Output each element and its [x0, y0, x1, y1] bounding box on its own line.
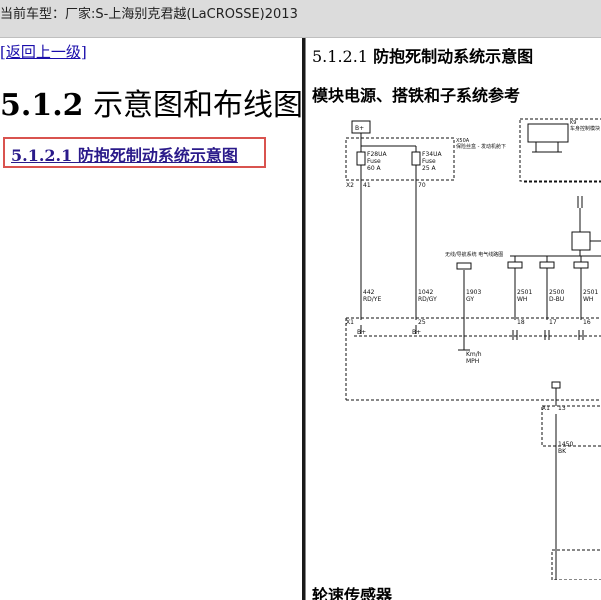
bplus-label-2: B+ [412, 329, 421, 336]
wire3-color: GY [466, 296, 474, 303]
kmh-label: Km/h [466, 351, 482, 358]
doc-title: 5.1.2.1 防抱死制动系统示意图 [312, 43, 533, 67]
bplus-top-label: B+ [355, 125, 364, 132]
fusebox-outline [345, 137, 455, 181]
wire3-number: 1903 [466, 289, 481, 296]
fuse2-rating: 25 A [422, 165, 437, 172]
wire6-color: WH [583, 296, 593, 303]
fuse2-id: F34UA [422, 151, 442, 158]
navigation-pane: [返回上一级] 5.1.2 示意图和布线图 5.1.2.1 防抱死制动系统示意图 [0, 38, 303, 600]
wheel-speed-sensor-heading: 轮速传感器 [312, 586, 393, 600]
fuse2-type: Fuse [422, 158, 436, 165]
wire2-color: RD/GY [418, 296, 437, 303]
pin-13: 13 [558, 405, 566, 412]
fuse2-symbol [411, 151, 421, 166]
toc-link-abs-schematic[interactable]: 5.1.2.1 防抱死制动系统示意图 [11, 146, 238, 165]
pin-70: 70 [418, 182, 426, 189]
current-vehicle-label: 当前车型：厂家:S-上海别克君越(LaCROSSE)2013 [0, 3, 298, 22]
pin-16: 16 [583, 319, 591, 326]
doc-subtitle: 模块电源、搭铁和子系统参考 [312, 86, 521, 105]
wire7-color: BK [558, 448, 567, 455]
wire1-color: RD/YE [363, 296, 381, 303]
connector-x2: X2 [346, 182, 354, 189]
connector-x1b: X1 [542, 405, 550, 412]
pane-splitter-edge [305, 38, 306, 600]
module-outline [519, 118, 601, 182]
vehicle-label: 当前车型： [0, 7, 66, 22]
pane-splitter[interactable] [302, 38, 305, 600]
section-number: 5.1.2 [0, 88, 84, 123]
toc-entry-selected[interactable]: 5.1.2.1 防抱死制动系统示意图 [3, 137, 266, 168]
wire1-number: 442 [363, 289, 375, 296]
back-link[interactable]: [返回上一级] [0, 43, 87, 61]
wire5-color: D-BU [549, 296, 564, 303]
top-bar: 当前车型：厂家:S-上海别克君越(LaCROSSE)2013 [0, 0, 601, 38]
section-title: 5.1.2 示意图和布线图 [0, 80, 303, 124]
wire5-number: 2500 [549, 289, 564, 296]
fuse1-rating: 60 A [367, 165, 382, 172]
data-link-symbol [571, 231, 591, 251]
pin-25: 25 [418, 319, 426, 326]
mph-label: MPH [466, 358, 479, 365]
pin-41: 41 [363, 182, 371, 189]
wire4-number: 2501 [517, 289, 532, 296]
module-code: K9 [570, 120, 576, 126]
vehicle-value: 厂家:S-上海别克君越(LaCROSSE)2013 [65, 7, 298, 22]
wire2-number: 1042 [418, 289, 433, 296]
doc-number: 5.1.2.1 [312, 47, 368, 66]
nav-system-label: 无线/导航系统 电气线路图 [445, 251, 503, 258]
fusebox-name: 保险丝盒 - 发动机舱下 [456, 143, 506, 150]
wire4-color: WH [517, 296, 527, 303]
ground-module-outline [541, 405, 601, 447]
module-name: 车身控制模块 [570, 125, 600, 132]
wire6-number: 2501 [583, 289, 598, 296]
wire7-number: 1450 [558, 441, 573, 448]
fuse1-symbol [356, 151, 366, 166]
doc-title-text: 防抱死制动系统示意图 [373, 47, 534, 66]
wiring-diagram: B+ X50A 保险丝盒 - 发动机舱下 K9 车身控制模块 F28UA Fus… [345, 118, 601, 580]
section-title-text: 示意图和布线图 [93, 88, 304, 123]
fusebox-code: X50A [456, 138, 470, 144]
pin-17: 17 [549, 319, 557, 326]
content-pane: 5.1.2.1 防抱死制动系统示意图 模块电源、搭铁和子系统参考 [306, 38, 601, 600]
pin-18: 18 [517, 319, 525, 326]
bplus-label-1: B+ [357, 329, 366, 336]
fuse1-type: Fuse [367, 158, 381, 165]
module-inner [527, 123, 569, 143]
fuse1-id: F28UA [367, 151, 387, 158]
connector-x1: X1 [346, 319, 354, 326]
